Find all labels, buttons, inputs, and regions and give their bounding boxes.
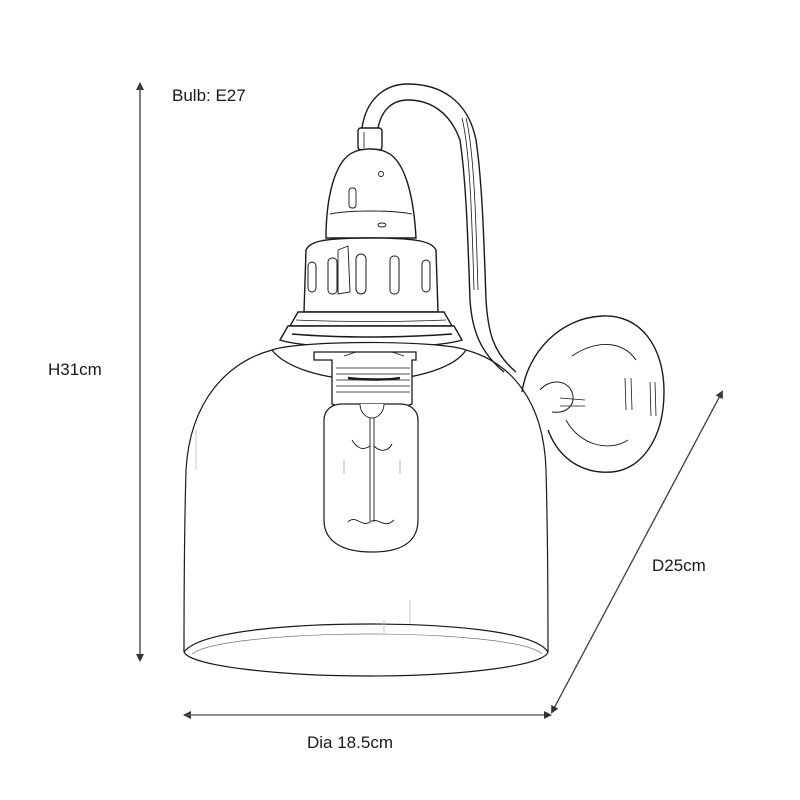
lampholder	[313, 351, 417, 410]
diameter-label: Dia 18.5cm	[307, 733, 393, 752]
gallery-ring	[278, 311, 464, 349]
filament-bulb	[323, 403, 419, 553]
bulb-label: Bulb: E27	[172, 86, 246, 105]
cord-grip	[357, 127, 383, 151]
depth-label: D25cm	[652, 556, 706, 575]
bell-cap	[325, 148, 417, 239]
vented-collar	[303, 237, 439, 313]
depth-dimension-arrow	[551, 390, 723, 714]
curved-arm	[361, 83, 517, 373]
height-label: H31cm	[48, 360, 102, 379]
wall-backplate	[521, 315, 665, 473]
glass-shade	[183, 349, 549, 677]
